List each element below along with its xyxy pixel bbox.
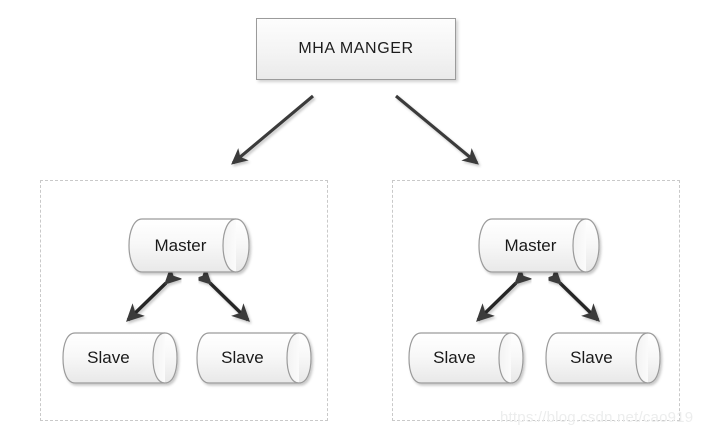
replication-group-right: [392, 180, 680, 421]
connector-master-left-slave-left-1: [126, 266, 183, 322]
replication-group-left: [40, 180, 328, 421]
connector-manager-to-left-group: [231, 94, 314, 165]
node-slave-left-2[interactable]: Slave: [196, 332, 312, 384]
connector-master-right-slave-right-2: [543, 266, 600, 322]
node-master-right[interactable]: Master: [478, 218, 600, 273]
node-master-left[interactable]: Master: [128, 218, 250, 273]
node-slave-right-2[interactable]: Slave: [545, 332, 661, 384]
mha-manager-node[interactable]: MHA MANGER: [256, 18, 456, 80]
connector-master-right-slave-right-1: [476, 266, 533, 322]
connector-manager-to-right-group: [395, 94, 479, 165]
connector-master-left-slave-left-2: [193, 266, 250, 322]
mha-manager-label: MHA MANGER: [298, 40, 414, 57]
node-slave-right-1[interactable]: Slave: [408, 332, 524, 384]
node-slave-left-1[interactable]: Slave: [62, 332, 178, 384]
watermark-text: https://blog.csdn.net/cao919: [500, 409, 694, 426]
